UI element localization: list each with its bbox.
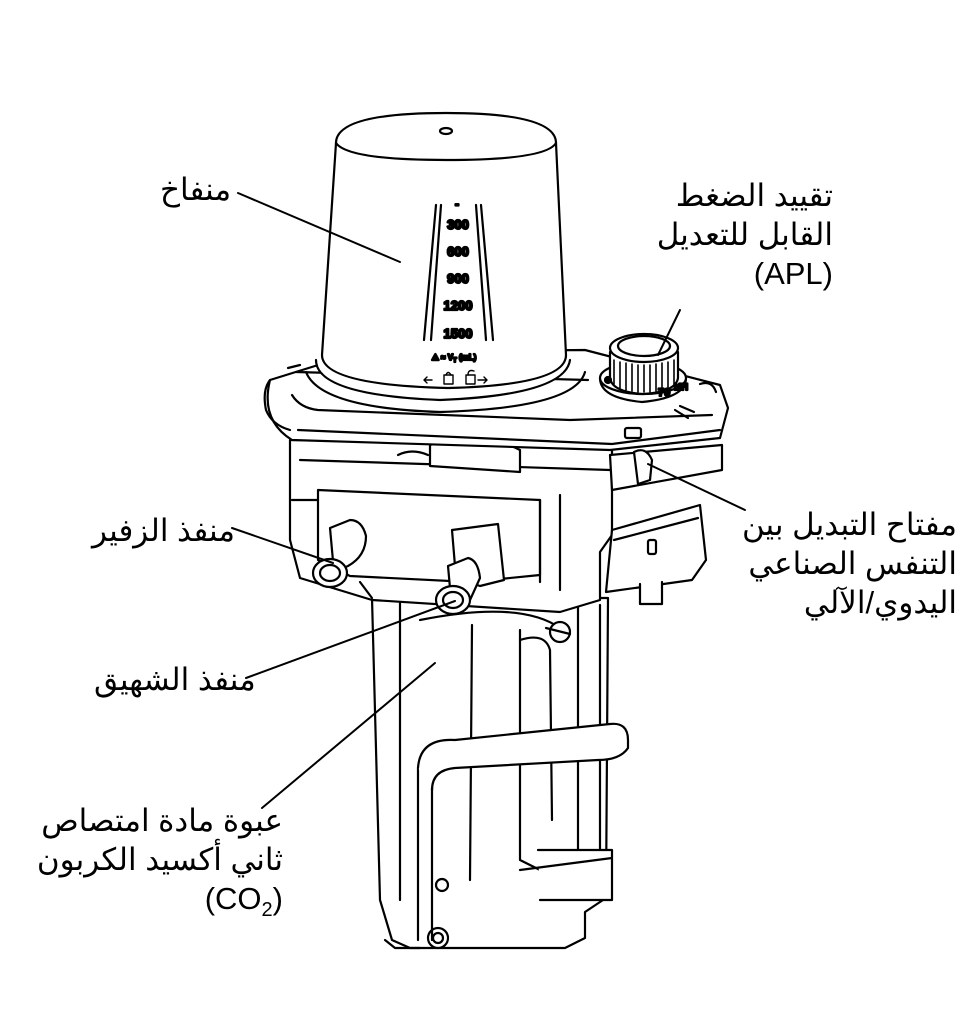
knob-unit: MH [674,382,688,392]
label-co2-canister: عبوة مادة امتصاص ثاني أكسيد الكربون (CO2… [37,801,283,930]
leader-expiratory [231,527,334,564]
expiratory-port [311,518,368,589]
scale-value: 600 [447,244,469,259]
scale-value: 1500 [444,326,473,341]
leader-lines [231,192,746,809]
bellows-dome [320,111,568,390]
bellows-scale: - 300 600 900 1200 1500 ⚠ ≈ VT (mL) [423,196,488,385]
label-inspiratory-port: منفذ الشهيق [94,662,256,697]
scale-value: 300 [447,217,469,232]
leader-apl [657,309,681,356]
label-expiratory-port: منفذ الزفير [92,513,235,548]
label-manual-ventilator-switch: مفتاح التبديل بين التنفس الصناعي اليدوي/… [741,507,957,620]
leader-inspiratory [245,600,456,679]
leader-switch [647,463,746,511]
knob-mark: 70 [658,387,670,399]
apl-valve-knob: 70 MH [598,332,718,404]
scale-value: 900 [447,271,469,286]
label-bellows: منفاخ [160,172,232,207]
leader-bellows [237,192,401,263]
switch-housing [604,443,724,606]
canister-handle [416,722,630,942]
scale-top-mark: - [455,197,459,211]
canister-latch [544,620,572,644]
scale-value: 1200 [444,298,473,313]
lock-icons [423,369,488,385]
co2-formula: (CO2) [204,881,283,922]
scale-note: ⚠ ≈ VT (mL) [432,353,477,364]
label-apl: تقييد الضغط القابل للتعديل (APL) [656,178,833,291]
leader-canister [261,662,436,809]
inspiratory-port [434,522,506,616]
